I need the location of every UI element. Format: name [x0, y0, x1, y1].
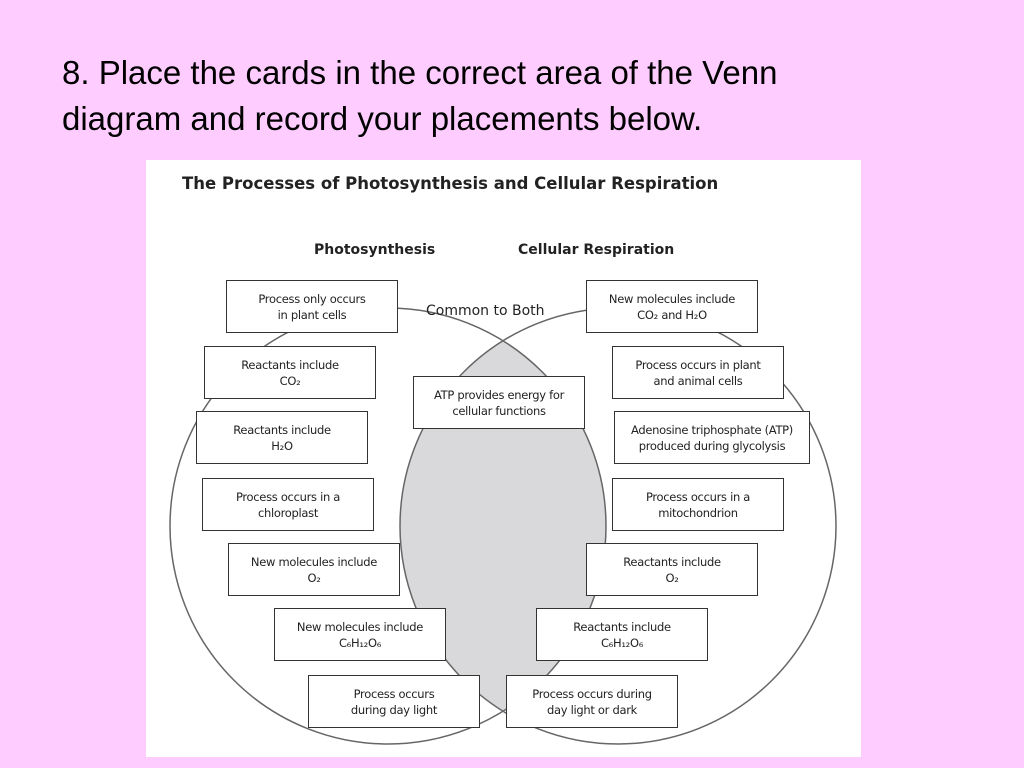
card-respiration-reactants-glucose[interactable]: Reactants include C₆H₁₂O₆	[536, 608, 708, 661]
card-line-2: CO₂ and H₂O	[637, 307, 707, 322]
card-line-1: New molecules include	[608, 291, 736, 306]
card-line-2: O₂	[307, 570, 321, 585]
card-line-2: produced during glycolysis	[638, 438, 786, 453]
card-respiration-day-or-dark[interactable]: Process occurs during day light or dark	[506, 675, 678, 728]
card-photosynthesis-reactants-h2o[interactable]: Reactants include H₂O	[196, 411, 368, 464]
venn-diagram-figure: The Processes of Photosynthesis and Cell…	[146, 160, 861, 757]
card-line-1: Process occurs	[353, 686, 435, 701]
card-line-2: chloroplast	[257, 505, 319, 520]
card-common-atp-energy[interactable]: ATP provides energy for cellular functio…	[413, 376, 585, 429]
card-line-2: day light or dark	[546, 702, 637, 717]
card-line-1: New molecules include	[296, 619, 424, 634]
card-photosynthesis-new-o2[interactable]: New molecules include O₂	[228, 543, 400, 596]
card-line-2: C₆H₁₂O₆	[600, 635, 644, 650]
card-line-1: ATP provides energy for	[433, 387, 565, 402]
cellular-respiration-label: Cellular Respiration	[518, 242, 675, 258]
card-line-2: CO₂	[279, 373, 301, 388]
card-line-1: Process occurs in plant	[635, 357, 761, 372]
card-line-1: Reactants include	[233, 422, 331, 437]
card-line-2: C₆H₁₂O₆	[338, 635, 382, 650]
card-respiration-mitochondrion[interactable]: Process occurs in a mitochondrion	[612, 478, 784, 531]
card-line-2: in plant cells	[277, 307, 347, 322]
photosynthesis-label: Photosynthesis	[314, 242, 436, 258]
card-photosynthesis-day-light[interactable]: Process occurs during day light	[308, 675, 480, 728]
card-line-2: cellular functions	[452, 403, 546, 418]
card-line-1: Reactants include	[623, 554, 721, 569]
card-photosynthesis-reactants-co2[interactable]: Reactants include CO₂	[204, 346, 376, 399]
common-to-both-label: Common to Both	[426, 303, 545, 319]
card-line-1: Process occurs during	[532, 686, 652, 701]
card-line-1: New molecules include	[250, 554, 378, 569]
card-photosynthesis-chloroplast[interactable]: Process occurs in a chloroplast	[202, 478, 374, 531]
card-respiration-new-co2-h2o[interactable]: New molecules include CO₂ and H₂O	[586, 280, 758, 333]
card-line-2: H₂O	[271, 438, 293, 453]
card-photosynthesis-new-glucose[interactable]: New molecules include C₆H₁₂O₆	[274, 608, 446, 661]
figure-title: The Processes of Photosynthesis and Cell…	[182, 174, 719, 193]
card-photosynthesis-plant-cells[interactable]: Process only occurs in plant cells	[226, 280, 398, 333]
card-line-2: mitochondrion	[658, 505, 738, 520]
card-line-2: during day light	[350, 702, 438, 717]
card-line-2: O₂	[665, 570, 679, 585]
slide-title-line-2: diagram and record your placements below…	[62, 100, 703, 137]
slide-title: 8. Place the cards in the correct area o…	[62, 50, 982, 142]
card-line-1: Reactants include	[241, 357, 339, 372]
card-line-1: Process occurs in a	[235, 489, 341, 504]
card-respiration-reactants-o2[interactable]: Reactants include O₂	[586, 543, 758, 596]
card-line-1: Process only occurs	[258, 291, 366, 306]
card-respiration-atp-glycolysis[interactable]: Adenosine triphosphate (ATP) produced du…	[614, 411, 810, 464]
card-line-2: and animal cells	[653, 373, 743, 388]
card-line-1: Reactants include	[573, 619, 671, 634]
card-line-1: Adenosine triphosphate (ATP)	[630, 422, 793, 437]
slide-title-line-1: 8. Place the cards in the correct area o…	[62, 54, 778, 91]
card-respiration-plant-animal-cells[interactable]: Process occurs in plant and animal cells	[612, 346, 784, 399]
card-line-1: Process occurs in a	[645, 489, 751, 504]
